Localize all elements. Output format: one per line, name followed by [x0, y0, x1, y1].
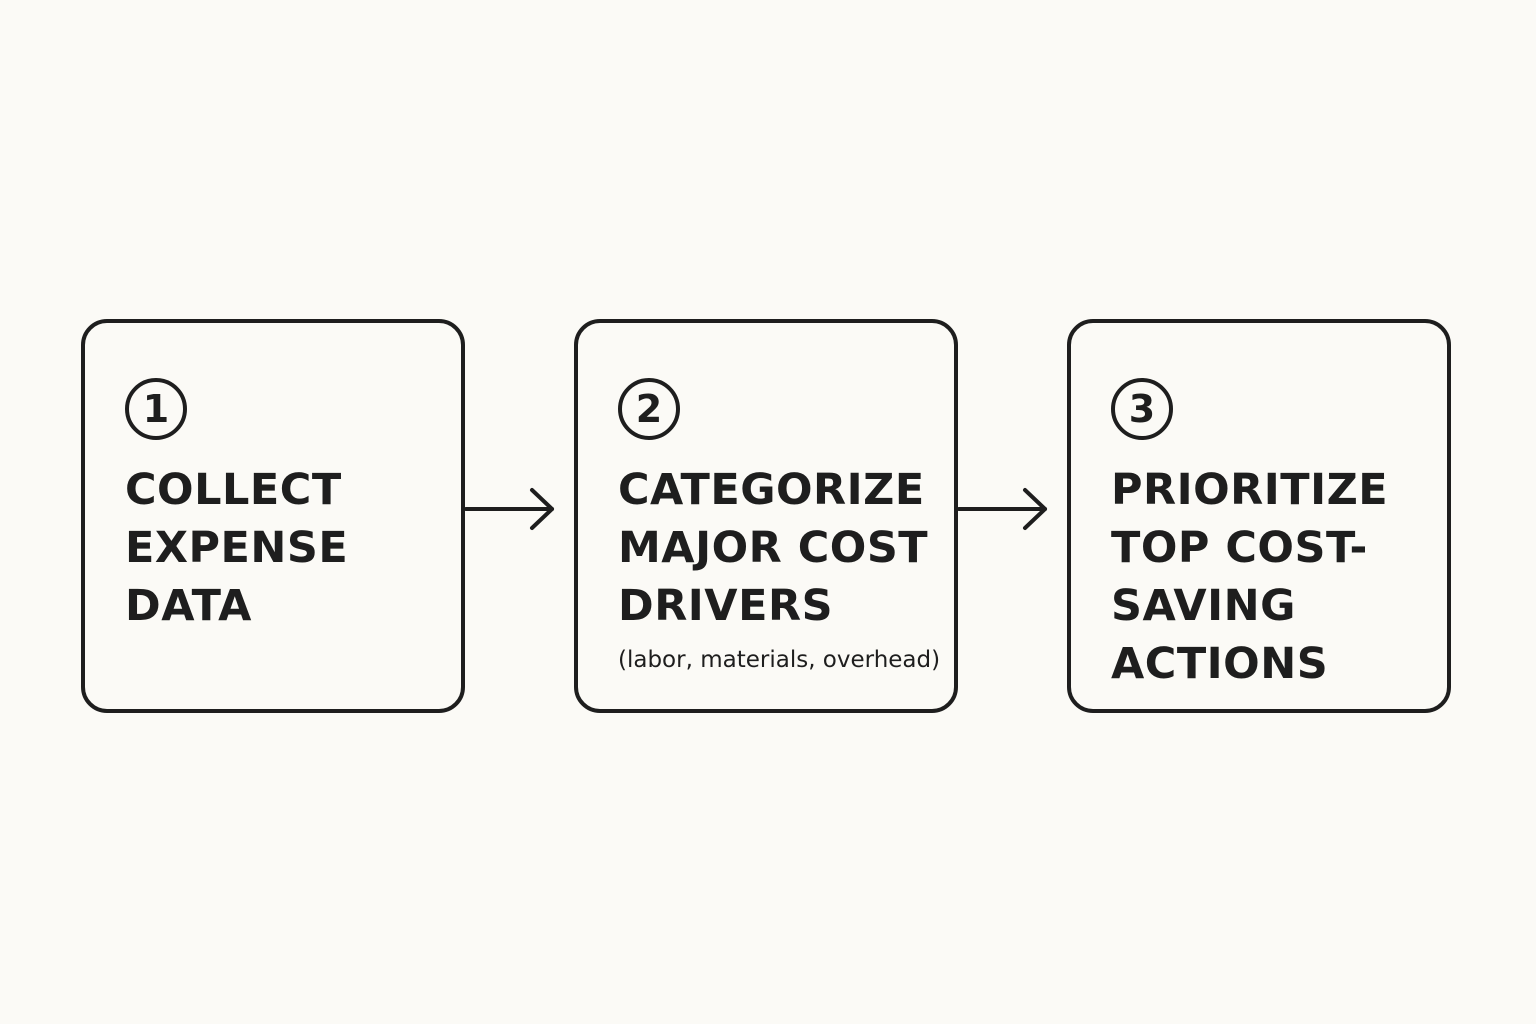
step-1-title-line-3: DATA — [125, 581, 252, 631]
step-1-box: 1 COLLECT EXPENSE DATA — [81, 319, 465, 713]
step-1-title-line-1: COLLECT — [125, 465, 342, 515]
step-3-number-badge: 3 — [1111, 378, 1173, 440]
step-2-number-badge: 2 — [618, 378, 680, 440]
step-1-number-badge: 1 — [125, 378, 187, 440]
step-1-title: COLLECT EXPENSE DATA — [125, 461, 455, 635]
step-3-title-line-4: ACTIONS — [1111, 639, 1329, 689]
step-3-title: PRIORITIZE TOP COST- SAVING ACTIONS — [1111, 461, 1441, 693]
step-2-title-line-1: CATEGORIZE — [618, 465, 925, 515]
step-3-box: 3 PRIORITIZE TOP COST- SAVING ACTIONS — [1067, 319, 1451, 713]
step-2-note: (labor, materials, overhead) — [618, 647, 941, 673]
step-3-number: 3 — [1128, 387, 1156, 431]
step-2-title: CATEGORIZE MAJOR COST DRIVERS — [618, 461, 948, 635]
step-3-title-line-2: TOP COST- — [1111, 523, 1368, 573]
arrow-right-icon — [464, 488, 554, 530]
step-2-title-line-2: MAJOR COST — [618, 523, 929, 573]
arrow-right-icon — [957, 488, 1047, 530]
step-2-number: 2 — [635, 387, 663, 431]
step-3-title-line-1: PRIORITIZE — [1111, 465, 1389, 515]
step-2-title-line-3: DRIVERS — [618, 581, 834, 631]
step-1-number: 1 — [142, 387, 170, 431]
step-2-box: 2 CATEGORIZE MAJOR COST DRIVERS (labor, … — [574, 319, 958, 713]
step-3-title-line-3: SAVING — [1111, 581, 1296, 631]
step-1-title-line-2: EXPENSE — [125, 523, 349, 573]
